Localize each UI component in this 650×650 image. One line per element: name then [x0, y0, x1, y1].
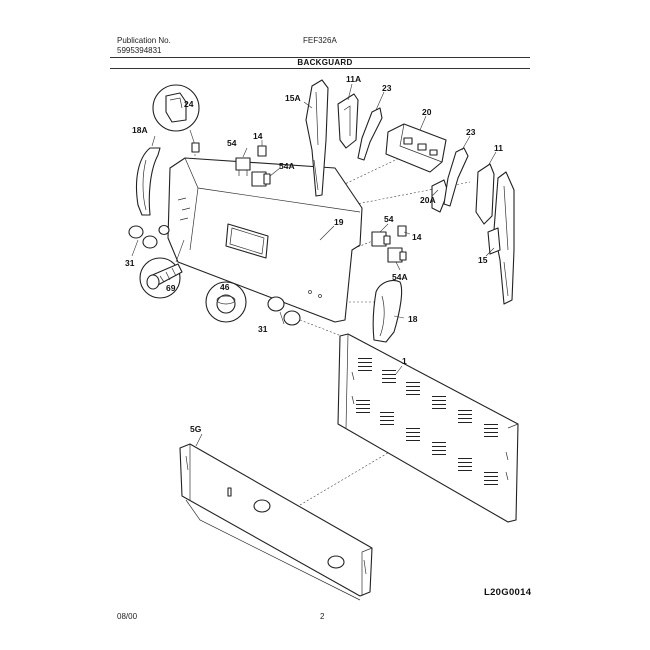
label-20: 20 [422, 107, 432, 117]
label-18: 18 [408, 314, 418, 324]
section-title: BACKGUARD [297, 58, 353, 67]
label-11a: 11A [346, 74, 361, 84]
part-11a-bracket [337, 93, 359, 149]
footer-page-number: 2 [320, 612, 325, 621]
label-19: 19 [334, 217, 344, 227]
diagram-code: L20G0014 [484, 587, 532, 598]
part-54a-switch-mid [387, 247, 407, 263]
label-5g: 5G [190, 424, 202, 434]
part-31-knobs-mid [267, 296, 301, 326]
part-11-bracket [475, 163, 495, 225]
part-1-rear-panel [337, 333, 519, 523]
label-15: 15 [478, 255, 488, 265]
part-labels: 24 18A 54 14 54A 15A 11A 23 20 23 11 20A… [125, 74, 503, 434]
label-46: 46 [220, 282, 230, 292]
part-24-detail [152, 84, 200, 153]
part-14-clip-top [257, 145, 267, 157]
header-rule-bottom [110, 68, 530, 69]
label-31-left: 31 [125, 258, 135, 268]
part-23-strip-top [357, 107, 383, 161]
label-31-mid: 31 [258, 324, 268, 334]
label-1: 1 [402, 356, 407, 366]
label-14-top: 14 [253, 131, 263, 141]
header-rule-top [110, 57, 530, 58]
label-23-right: 23 [466, 127, 476, 137]
part-18-end-cap [372, 279, 403, 343]
part-15a-bracket [305, 79, 329, 197]
part-19-backguard-panel [167, 157, 363, 323]
part-1-vent-slots [356, 358, 498, 485]
label-54a-top: 54A [279, 161, 295, 171]
label-24: 24 [184, 99, 194, 109]
label-69: 69 [166, 283, 176, 293]
label-20a: 20A [420, 195, 436, 205]
part-54-switch-mid [371, 231, 391, 247]
footer-date: 08/00 [117, 612, 138, 621]
part-18a-end-cap [135, 135, 161, 216]
part-31-knobs-left [128, 224, 170, 249]
label-18a: 18A [132, 125, 148, 135]
label-leader-lines [131, 83, 497, 447]
part-23-strip-right [443, 147, 469, 207]
part-20-control-board [385, 123, 447, 173]
label-54-mid: 54 [384, 214, 394, 224]
label-14-mid: 14 [412, 232, 422, 242]
part-69-detail [139, 239, 185, 299]
label-54a-mid: 54A [392, 272, 408, 282]
model-number: FEF326A [303, 36, 337, 45]
part-14-clip-mid [397, 225, 407, 237]
part-15-bracket [487, 171, 515, 305]
part-54-switch-top [235, 157, 251, 176]
part-54a-switch-top [251, 171, 271, 187]
label-54-top: 54 [227, 138, 237, 148]
label-15a: 15A [285, 93, 301, 103]
part-46-detail [205, 281, 247, 323]
part-5g-mounting-panel [179, 443, 373, 601]
publication-label: Publication No. [117, 36, 171, 45]
publication-number: 5995394831 [117, 46, 162, 55]
label-23-top: 23 [382, 83, 392, 93]
label-11: 11 [494, 143, 503, 153]
